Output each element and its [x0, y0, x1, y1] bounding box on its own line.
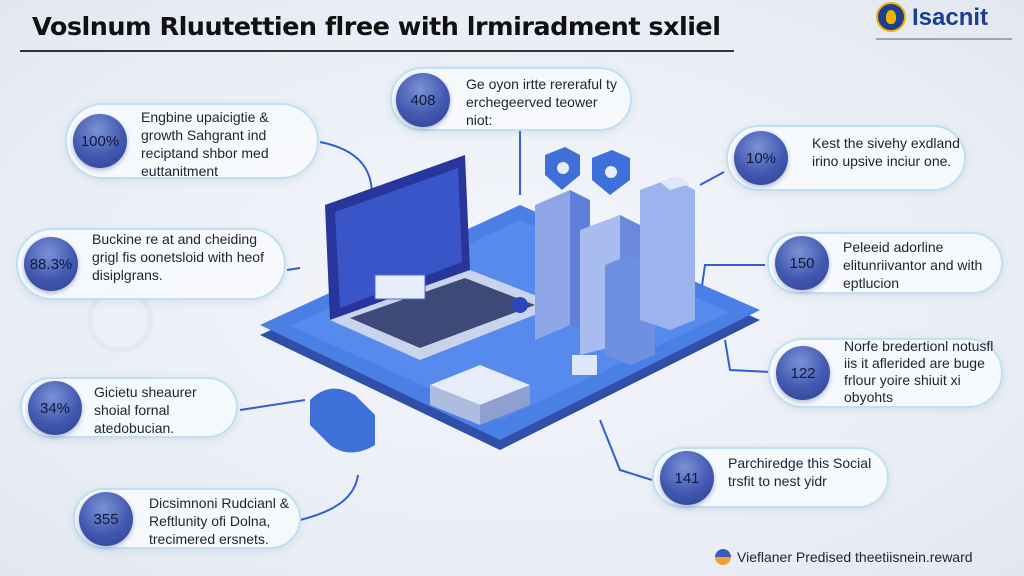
stat-text: Gicietu sheaurer shoial fornal atedobuci…: [94, 384, 197, 436]
stat-card-4: 88.3% Buckine re at and cheiding grigl f…: [16, 228, 286, 300]
stat-text: Norfe bredertionl notusfl iis it aflerid…: [844, 338, 994, 405]
page-title: Voslnum Rluutettien flree with lrmiradme…: [32, 12, 721, 41]
stat-card-8: 141 Parchiredge this Social trsfit to ne…: [652, 447, 889, 508]
title-divider: [20, 50, 734, 52]
building-towers: [535, 147, 695, 365]
stat-card-5: 150 Peleeid adorline elitunriivantor and…: [767, 232, 1003, 294]
stat-value: 150: [775, 236, 829, 290]
small-box-icon: [572, 355, 597, 375]
stat-text: Ge oyon irtte rereraful ty erchegeerved …: [466, 76, 617, 128]
laptop-icon: [325, 155, 560, 360]
server-unit: [430, 365, 530, 425]
footer-text: Vieflaner Predised theetiisnein.reward: [737, 549, 973, 565]
logo-icon: [876, 2, 906, 32]
stat-text: Engbine upaicigtie & growth Sahgrant ind…: [141, 109, 269, 179]
stat-card-3: 10% Kest the sivehy exdland irino upsive…: [726, 125, 966, 191]
brand-logo: Isacnit: [874, 2, 1014, 46]
connector-lines: [239, 130, 771, 521]
stat-value: 141: [660, 451, 714, 505]
gear-icon: [512, 297, 528, 313]
stat-text: Buckine re at and cheiding grigl fis oon…: [92, 231, 264, 283]
stat-text: Peleeid adorline elitunriivantor and wit…: [843, 239, 983, 291]
stat-value: 100%: [73, 114, 127, 168]
stat-value: 408: [396, 73, 450, 127]
stat-value: 88.3%: [24, 237, 78, 291]
stat-text: Kest the sivehy exdland irino upsive inc…: [812, 135, 960, 169]
stat-value: 355: [79, 492, 133, 546]
stat-card-7: 34% Gicietu sheaurer shoial fornal atedo…: [20, 377, 238, 438]
stat-text: Parchiredge this Social trsfit to nest y…: [728, 455, 872, 489]
logo-tagline: [876, 38, 1012, 40]
stat-card-1: 100% Engbine upaicigtie & growth Sahgran…: [65, 103, 319, 179]
stat-card-2: 408 Ge oyon irtte rereraful ty erchegeer…: [390, 67, 632, 131]
stat-card-6: 122 Norfe bredertionl notusfl iis it afl…: [768, 338, 1003, 408]
stat-card-9: 355 Dicsimnoni Rudcianl & Reftlunity ofi…: [73, 488, 301, 549]
footer-logo-icon: [715, 549, 731, 565]
stat-value: 10%: [734, 131, 788, 185]
footer-credit: Vieflaner Predised theetiisnein.reward: [715, 549, 973, 565]
stat-text: Dicsimnoni Rudcianl & Reftlunity ofi Dol…: [149, 495, 290, 547]
cloud-device: [310, 388, 375, 453]
stat-value: 34%: [28, 381, 82, 435]
logo-text: Isacnit: [912, 4, 989, 31]
stat-value: 122: [776, 346, 830, 400]
